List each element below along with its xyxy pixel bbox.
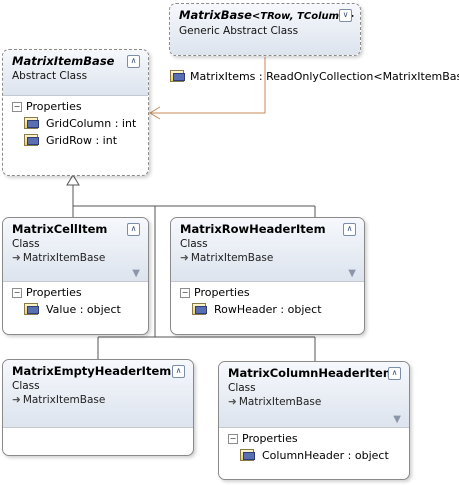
property-row: GridRow : int	[3, 132, 148, 149]
properties-section[interactable]: −Properties	[228, 432, 298, 445]
class-header: MatrixColumnHeaderItem Class ➜MatrixItem…	[219, 362, 409, 428]
association-line	[150, 57, 266, 114]
class-title: MatrixColumnHeaderItem	[228, 366, 395, 380]
collapse-minus-icon[interactable]: −	[12, 288, 22, 298]
class-title: MatrixCellItem	[12, 222, 108, 236]
class-matrix-row-header-item[interactable]: MatrixRowHeaderItem Class ➜MatrixItemBas…	[170, 217, 365, 335]
base-class: ➜MatrixItemBase	[12, 252, 106, 264]
class-header: MatrixEmptyHeaderItem Class ➜MatrixItemB…	[3, 360, 193, 428]
properties-section[interactable]: −Properties	[12, 286, 82, 299]
collapse-chevron-icon[interactable]: ∨	[339, 9, 352, 22]
class-kind: Abstract Class	[12, 70, 88, 82]
property-icon	[24, 303, 39, 315]
property-row: ColumnHeader : object	[219, 447, 409, 464]
inheritance-arrow-icon: ➜	[180, 252, 189, 264]
base-class: ➜MatrixItemBase	[180, 252, 274, 264]
filter-icon[interactable]: ▼	[393, 414, 401, 425]
property-icon	[192, 303, 207, 315]
inheritance-lines	[72, 185, 316, 361]
class-header: MatrixRowHeaderItem Class ➜MatrixItemBas…	[171, 218, 364, 282]
class-matrix-empty-header-item[interactable]: MatrixEmptyHeaderItem Class ➜MatrixItemB…	[2, 359, 194, 456]
inheritance-arrowhead	[66, 174, 80, 186]
class-kind: Class	[12, 238, 40, 250]
inheritance-arrow-icon: ➜	[12, 394, 21, 406]
collapse-chevron-icon[interactable]: ∧	[127, 55, 140, 68]
class-kind: Class	[228, 382, 256, 394]
class-header: MatrixCellItem Class ➜MatrixItemBase ∧ ▼	[3, 218, 148, 282]
collapse-minus-icon[interactable]: −	[228, 434, 238, 444]
association-label: MatrixItems : ReadOnlyCollection<MatrixI…	[170, 70, 459, 83]
class-matrix-column-header-item[interactable]: MatrixColumnHeaderItem Class ➜MatrixItem…	[218, 361, 410, 480]
property-icon	[240, 449, 255, 461]
property-row: RowHeader : object	[171, 301, 364, 318]
property-row: GridColumn : int	[3, 115, 148, 132]
inheritance-arrow-icon: ➜	[228, 396, 237, 408]
base-class: ➜MatrixItemBase	[12, 394, 106, 406]
collapse-minus-icon[interactable]: −	[12, 102, 22, 112]
filter-icon[interactable]: ▼	[348, 268, 356, 279]
property-icon	[24, 134, 39, 146]
class-header: MatrixBase<TRow, TColumn> Generic Abstra…	[170, 4, 360, 55]
filter-icon[interactable]: ▼	[132, 268, 140, 279]
class-title: MatrixBase<TRow, TColumn>	[179, 8, 355, 22]
collapse-chevron-icon[interactable]: ∧	[127, 223, 140, 236]
property-icon	[170, 70, 185, 82]
property-row: Value : object	[3, 301, 148, 318]
property-icon	[24, 117, 39, 129]
class-kind: Class	[180, 238, 208, 250]
class-title: MatrixRowHeaderItem	[180, 222, 326, 236]
association-arrowhead	[149, 106, 161, 120]
base-class: ➜MatrixItemBase	[228, 396, 322, 408]
inheritance-arrow-icon: ➜	[12, 252, 21, 264]
class-header: MatrixItemBase Abstract Class ∧	[3, 50, 148, 96]
class-kind: Class	[12, 380, 40, 392]
properties-section[interactable]: −Properties	[180, 286, 250, 299]
collapse-chevron-icon[interactable]: ∧	[388, 367, 401, 380]
collapse-chevron-icon[interactable]: ∧	[172, 365, 185, 378]
collapse-chevron-icon[interactable]: ∧	[343, 223, 356, 236]
class-matrix-cell-item[interactable]: MatrixCellItem Class ➜MatrixItemBase ∧ ▼…	[2, 217, 149, 335]
class-title: MatrixItemBase	[12, 54, 115, 68]
properties-section[interactable]: −Properties	[12, 100, 82, 113]
class-kind: Generic Abstract Class	[179, 25, 299, 37]
class-matrix-base[interactable]: MatrixBase<TRow, TColumn> Generic Abstra…	[169, 3, 361, 56]
class-title: MatrixEmptyHeaderItem	[12, 364, 172, 378]
collapse-minus-icon[interactable]: −	[180, 288, 190, 298]
class-matrix-item-base[interactable]: MatrixItemBase Abstract Class ∧ −Propert…	[2, 49, 149, 176]
